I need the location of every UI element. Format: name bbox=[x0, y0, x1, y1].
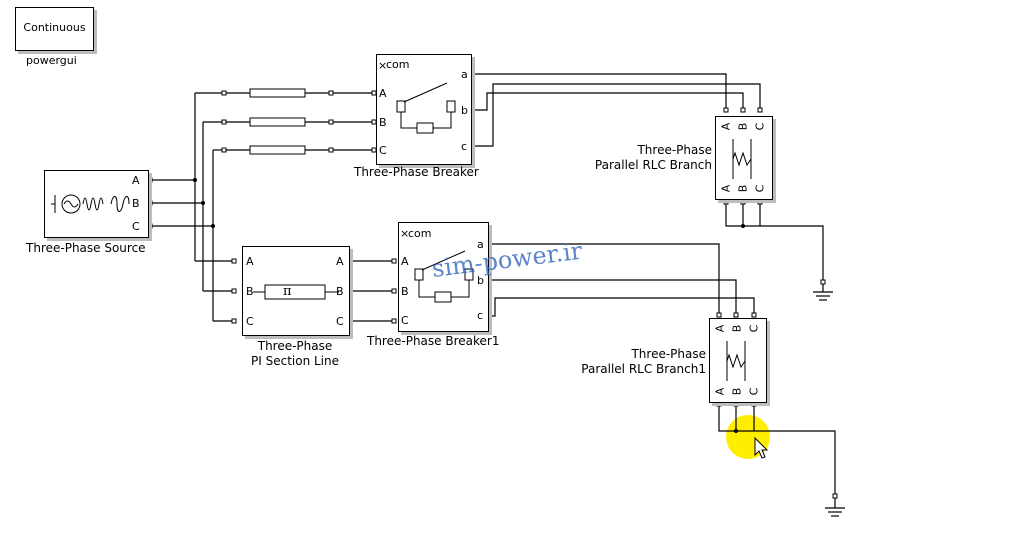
breaker-icon: × bbox=[378, 59, 456, 134]
pi-line-label-1: Three-Phase bbox=[257, 339, 333, 353]
source-port-b: B bbox=[132, 197, 140, 210]
breaker-out-b: b bbox=[461, 104, 468, 117]
powergui-label: powergui bbox=[26, 54, 77, 67]
rlc-bot-c: C bbox=[753, 184, 767, 193]
three-phase-breaker-block[interactable]: × com A B C a b c bbox=[376, 54, 472, 165]
svg-text:×: × bbox=[400, 227, 409, 240]
breaker-in-b: B bbox=[379, 116, 387, 129]
breaker-com-port: com bbox=[386, 58, 410, 71]
parallel-rlc-branch1-block[interactable]: A B C A B C bbox=[709, 318, 767, 403]
breaker1-com-port: com bbox=[408, 227, 432, 240]
breaker-in-a: A bbox=[379, 87, 387, 100]
rlc1-label-2: Parallel RLC Branch1 bbox=[581, 362, 706, 376]
pi-line-icon bbox=[253, 284, 339, 300]
pi-section-line-block[interactable]: π A B C A B C bbox=[242, 246, 350, 336]
mouse-cursor-icon bbox=[754, 437, 769, 459]
ground-icon[interactable] bbox=[813, 284, 833, 301]
rlc-top-a: A bbox=[719, 122, 733, 131]
pi-out-a: A bbox=[336, 255, 344, 268]
pi-in-c: C bbox=[246, 315, 254, 328]
rlc-top-c: C bbox=[753, 122, 767, 131]
breaker1-in-b: B bbox=[401, 285, 409, 298]
pi-line-label-2: PI Section Line bbox=[251, 354, 339, 368]
three-phase-source-block[interactable] bbox=[44, 170, 149, 238]
rlc1-top-a: A bbox=[713, 324, 727, 333]
rlc-label-1: Three-Phase bbox=[637, 143, 712, 157]
rlc1-label-1: Three-Phase bbox=[631, 347, 706, 361]
line-segments[interactable] bbox=[249, 88, 306, 155]
pi-symbol: π bbox=[283, 284, 292, 299]
rlc1-top-c: C bbox=[747, 324, 761, 333]
pi-in-b: B bbox=[246, 285, 254, 298]
breaker-label: Three-Phase Breaker bbox=[354, 165, 479, 179]
parallel-rlc-branch-block[interactable]: A B C A B C bbox=[715, 116, 773, 200]
pi-out-c: C bbox=[336, 315, 344, 328]
svg-text:×: × bbox=[378, 59, 387, 72]
breaker-out-c: c bbox=[461, 140, 468, 153]
source-port-c: C bbox=[132, 220, 140, 233]
pi-out-b: B bbox=[336, 285, 344, 298]
rlc1-top-b: B bbox=[730, 324, 744, 333]
rlc1-bot-c: C bbox=[747, 387, 761, 396]
rlc1-bot-b: B bbox=[730, 387, 744, 396]
breaker1-in-c: C bbox=[401, 314, 409, 327]
breaker1-out-b: b bbox=[477, 274, 484, 287]
ground-icon[interactable] bbox=[825, 498, 845, 517]
rlc-icon bbox=[732, 139, 752, 179]
source-label: Three-Phase Source bbox=[26, 241, 146, 255]
rlc1-bot-a: A bbox=[713, 387, 727, 396]
rlc-top-b: B bbox=[736, 122, 750, 131]
powergui-mode: Continuous bbox=[23, 21, 86, 34]
rlc-bot-a: A bbox=[719, 184, 733, 193]
breaker1-icon: × bbox=[400, 227, 474, 303]
rlc-bot-b: B bbox=[736, 184, 750, 193]
breaker-out-a: a bbox=[461, 68, 468, 81]
wires bbox=[152, 73, 836, 497]
rlc1-icon bbox=[726, 341, 746, 381]
powergui-block[interactable]: Continuous bbox=[15, 7, 94, 51]
pi-in-a: A bbox=[246, 255, 254, 268]
source-port-a: A bbox=[132, 174, 140, 187]
three-phase-breaker1-block[interactable]: × com A B C a b c bbox=[398, 222, 489, 332]
junctions bbox=[193, 178, 745, 433]
breaker1-in-a: A bbox=[401, 255, 409, 268]
rlc-label-2: Parallel RLC Branch bbox=[594, 158, 712, 172]
breaker1-out-c: c bbox=[477, 309, 484, 322]
breaker-in-c: C bbox=[379, 144, 387, 157]
source-icon bbox=[51, 194, 130, 214]
breaker1-out-a: a bbox=[477, 238, 484, 251]
breaker1-label: Three-Phase Breaker1 bbox=[367, 334, 500, 348]
